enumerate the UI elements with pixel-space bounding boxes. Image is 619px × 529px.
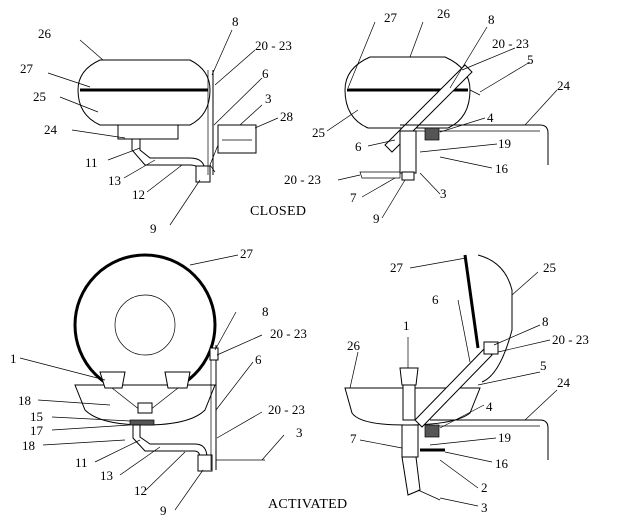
label-20-23: 20 - 23 <box>552 332 589 347</box>
label-19: 19 <box>498 136 511 151</box>
block-4 <box>424 424 440 438</box>
label-26: 26 <box>38 26 52 41</box>
sign-plate <box>217 124 257 154</box>
label-27: 27 <box>20 61 34 76</box>
label-8: 8 <box>262 304 269 319</box>
block-4 <box>424 127 440 141</box>
cover <box>77 59 211 126</box>
label-16: 16 <box>495 456 509 471</box>
eyewash-head <box>399 367 419 386</box>
label-5: 5 <box>540 358 547 373</box>
label-6: 6 <box>355 139 362 154</box>
label-4: 4 <box>486 399 493 414</box>
label-24: 24 <box>557 375 571 390</box>
eyewash-head-right <box>164 371 191 389</box>
label-1: 1 <box>403 318 410 333</box>
label-20-23: 20 - 23 <box>268 402 305 417</box>
cover-inner <box>114 294 176 356</box>
state-closed: CLOSED <box>250 204 306 219</box>
label-20-23: 20 - 23 <box>492 36 529 51</box>
label-8: 8 <box>488 12 495 27</box>
label-9: 9 <box>160 503 167 518</box>
label-13: 13 <box>100 468 113 483</box>
state-activated: ACTIVATED <box>268 497 347 512</box>
label-12: 12 <box>134 483 147 498</box>
label-27: 27 <box>390 260 404 275</box>
label-19: 19 <box>498 430 511 445</box>
label-20-23: 20 - 23 <box>270 326 307 341</box>
label-1: 1 <box>10 351 17 366</box>
label-13: 13 <box>108 173 121 188</box>
view-closed-front: 27 26 8 20 - 23 5 24 25 6 4 19 16 20 - 2… <box>284 6 571 226</box>
cover-back <box>477 254 513 383</box>
label-7: 7 <box>350 431 357 446</box>
view-activated-side: 27 8 20 - 23 6 20 - 23 3 1 18 15 17 18 1… <box>10 246 307 518</box>
label-7: 7 <box>350 190 357 205</box>
arm <box>414 347 493 428</box>
pipe-assembly <box>131 138 206 181</box>
label-18: 18 <box>18 393 31 408</box>
label-6: 6 <box>432 292 439 307</box>
counter <box>400 124 549 165</box>
label-20-23: 20 - 23 <box>255 38 292 53</box>
valve-body <box>195 165 211 183</box>
label-8: 8 <box>232 14 239 29</box>
view-closed-side: 26 27 25 24 11 13 12 9 8 20 - 23 6 3 28 <box>20 14 293 236</box>
pipe-assembly <box>132 424 208 467</box>
label-17: 17 <box>30 423 44 438</box>
label-25: 25 <box>33 89 46 104</box>
label-25: 25 <box>543 260 556 275</box>
cover-open <box>463 254 480 349</box>
label-3: 3 <box>296 425 303 440</box>
label-27: 27 <box>384 10 398 25</box>
eyewash-head-left <box>99 371 126 389</box>
label-11: 11 <box>85 155 98 170</box>
label-3: 3 <box>481 500 488 515</box>
view-activated-front: 27 25 6 1 8 20 - 23 26 5 24 4 7 19 16 2 … <box>344 254 589 515</box>
label-16: 16 <box>495 161 509 176</box>
label-20-23: 20 - 23 <box>284 172 321 187</box>
valve-body <box>399 130 417 174</box>
label-24: 24 <box>44 122 58 137</box>
label-15: 15 <box>30 409 43 424</box>
label-4: 4 <box>487 110 494 125</box>
label-3: 3 <box>265 91 272 106</box>
cover-open <box>73 253 217 397</box>
label-25: 25 <box>312 125 325 140</box>
label-9: 9 <box>150 221 157 236</box>
counter <box>430 419 549 460</box>
label-9: 9 <box>373 211 380 226</box>
arm <box>384 64 473 153</box>
label-28: 28 <box>280 109 293 124</box>
label-2: 2 <box>481 480 488 495</box>
label-26: 26 <box>347 338 361 353</box>
label-6: 6 <box>262 66 269 81</box>
label-11: 11 <box>75 455 88 470</box>
label-6: 6 <box>255 352 262 367</box>
strainer <box>129 419 155 426</box>
valve-body <box>401 424 419 458</box>
label-5: 5 <box>527 52 534 67</box>
label-12: 12 <box>132 187 145 202</box>
label-3: 3 <box>440 186 447 201</box>
label-24: 24 <box>557 78 571 93</box>
label-18: 18 <box>22 438 35 453</box>
bracket <box>117 124 179 140</box>
label-8: 8 <box>542 314 549 329</box>
label-27: 27 <box>240 246 254 261</box>
label-26: 26 <box>437 6 451 21</box>
